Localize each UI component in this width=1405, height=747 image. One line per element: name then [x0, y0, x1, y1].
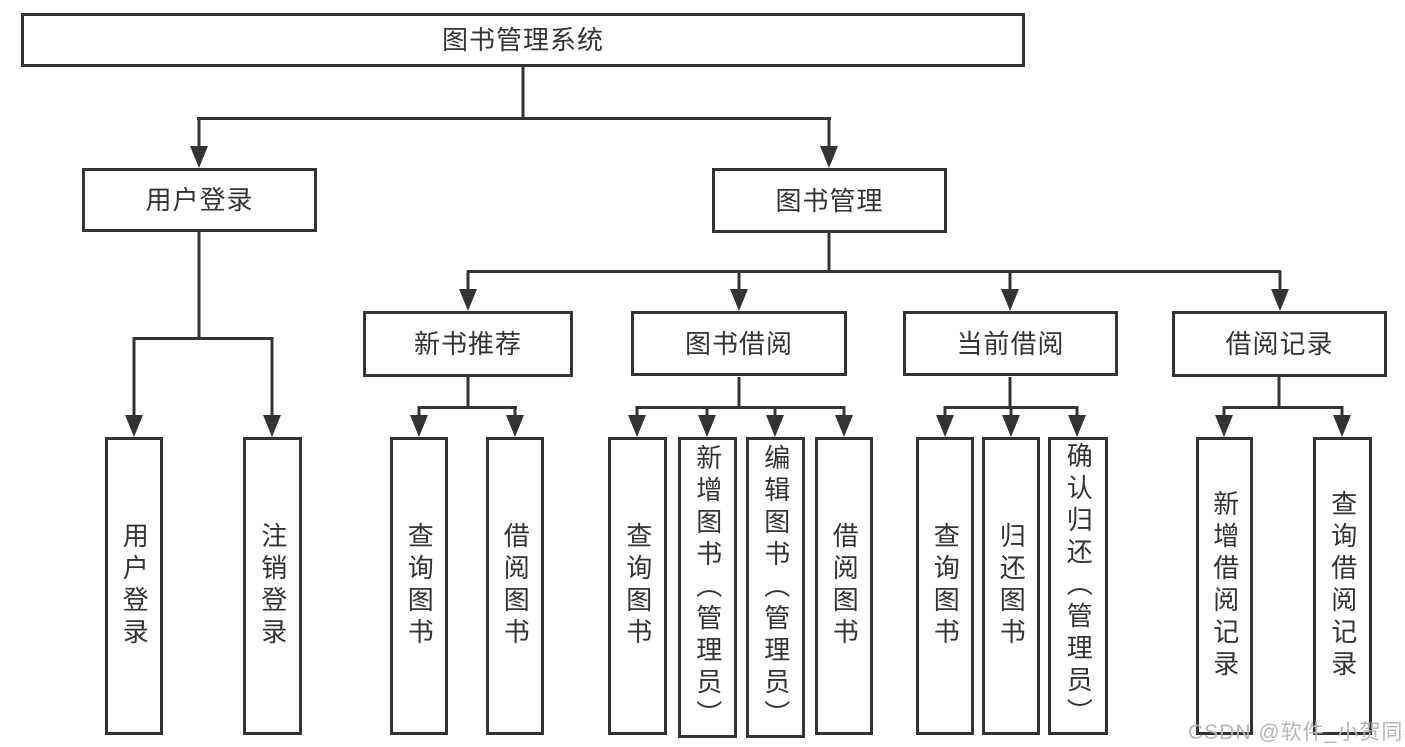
leaf-label: 确认归还（管理员） [1063, 442, 1094, 730]
leaf-cb-query-books: 查询图书 [916, 437, 974, 735]
leaf-bb-query-books: 查询图书 [608, 437, 667, 735]
node-book-borrowing: 图书借阅 [631, 311, 847, 376]
leaf-label: 新增借阅记录 [1209, 490, 1240, 682]
leaf-nb-borrow-books: 借阅图书 [486, 437, 544, 735]
leaf-bb-edit-books-admin: 编辑图书（管理员） [746, 437, 805, 738]
leaf-cb-return-books: 归还图书 [982, 437, 1040, 735]
leaf-br-query-record: 查询借阅记录 [1313, 437, 1372, 735]
leaf-br-add-record: 新增借阅记录 [1196, 437, 1253, 735]
watermark: CSDN @软件_小贺同学 [1188, 721, 1405, 744]
node-root: 图书管理系统 [21, 13, 1025, 67]
leaf-user-login: 用户登录 [105, 437, 163, 735]
leaf-cb-confirm-return-admin: 确认归还（管理员） [1048, 437, 1108, 735]
leaf-label: 新增图书（管理员） [692, 443, 723, 732]
leaf-logout: 注销登录 [243, 437, 302, 735]
node-book-management: 图书管理 [712, 168, 947, 233]
leaf-label: 编辑图书（管理员） [760, 443, 791, 732]
node-new-book-recommend: 新书推荐 [363, 311, 573, 377]
leaf-label: 借阅图书 [829, 522, 860, 650]
leaf-bb-add-books-admin: 新增图书（管理员） [678, 437, 737, 738]
leaf-label: 借阅图书 [500, 522, 531, 650]
leaf-label: 查询图书 [404, 522, 435, 650]
leaf-label: 查询图书 [622, 522, 653, 650]
node-current-borrowing: 当前借阅 [903, 311, 1118, 376]
leaf-bb-borrow-books: 借阅图书 [815, 437, 873, 735]
leaf-label: 注销登录 [257, 522, 288, 650]
leaf-label: 归还图书 [996, 522, 1027, 650]
node-borrowing-records: 借阅记录 [1172, 311, 1387, 377]
leaf-nb-query-books: 查询图书 [390, 437, 448, 735]
leaf-label: 查询图书 [930, 522, 961, 650]
leaf-label: 查询借阅记录 [1327, 490, 1358, 682]
node-user-login: 用户登录 [82, 168, 317, 232]
leaf-label: 用户登录 [119, 522, 150, 650]
